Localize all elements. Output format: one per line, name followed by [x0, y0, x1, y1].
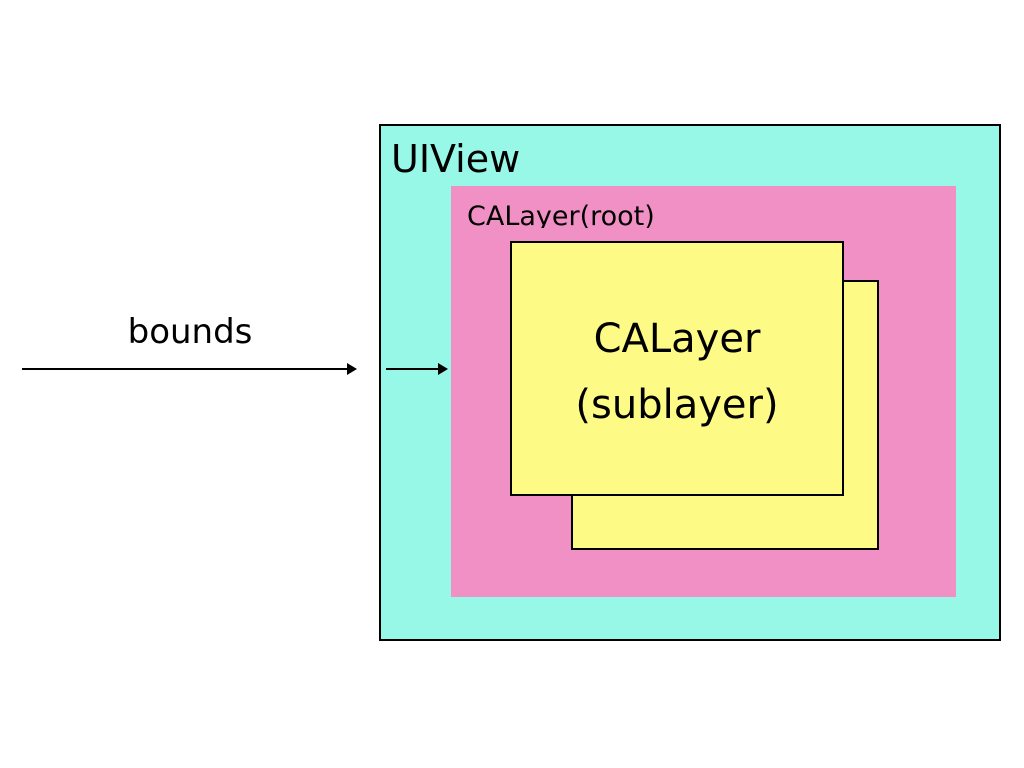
- bounds-arrow-outer: [22, 363, 357, 375]
- sublayer-label-line2: (sublayer): [575, 382, 779, 428]
- sublayer-label: CALayer (sublayer): [510, 306, 844, 438]
- bounds-label: bounds: [127, 312, 253, 352]
- bounds-arrow-inner: [386, 363, 448, 375]
- sublayer-box-front: [510, 241, 844, 496]
- sublayer-label-line1: CALayer: [593, 316, 761, 362]
- uiview-label: UIView: [391, 137, 521, 181]
- root-layer-label: CALayer(root): [467, 201, 655, 228]
